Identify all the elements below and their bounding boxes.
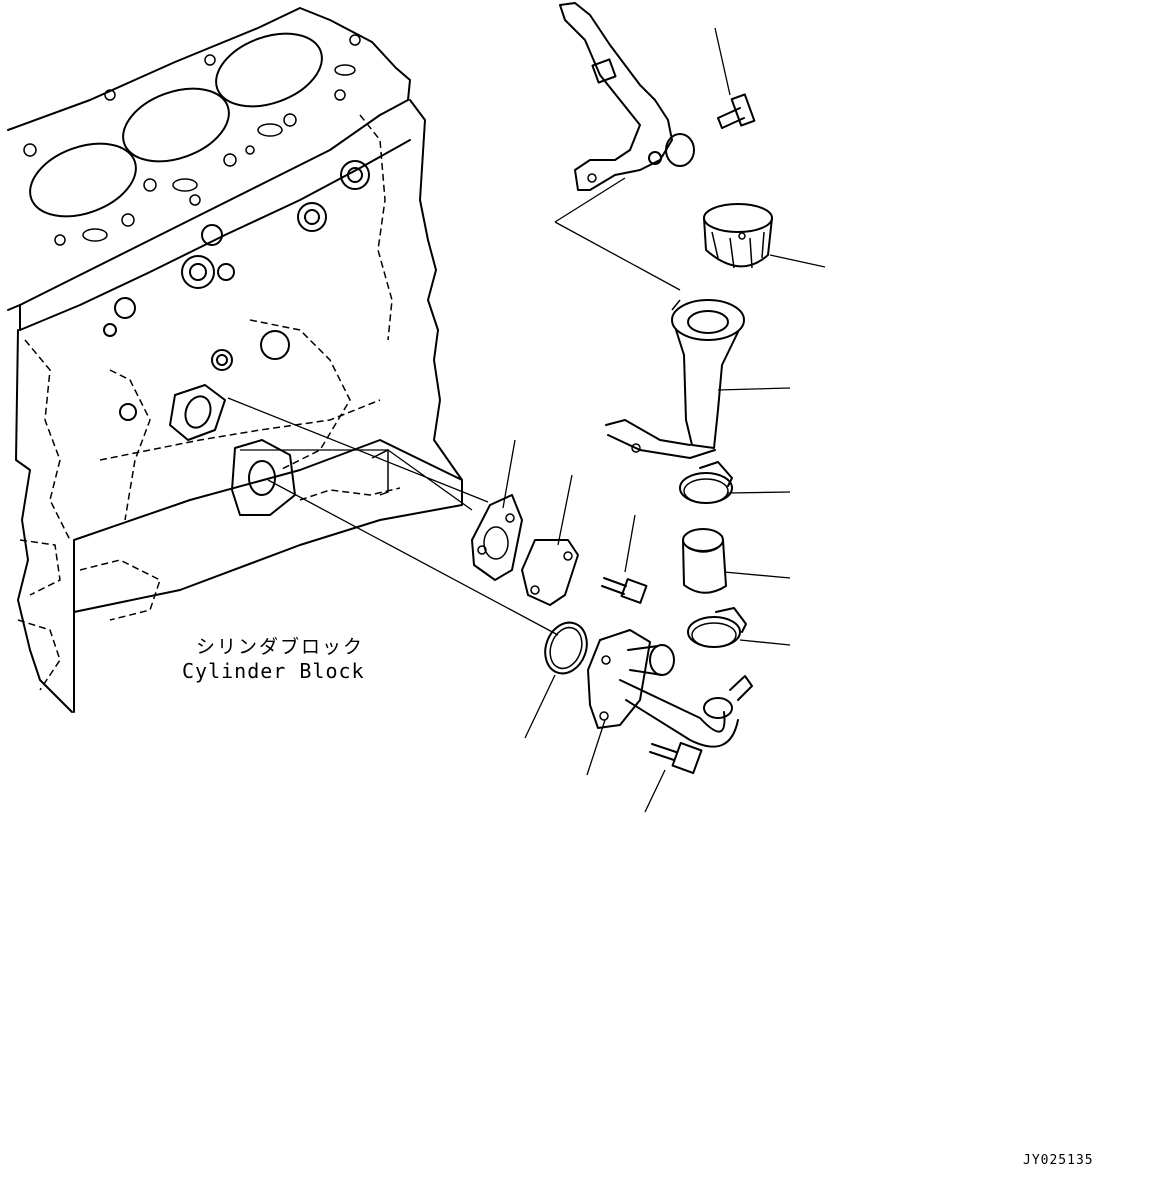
bracket-bolt: [717, 93, 756, 129]
cylinder-block-label-en: Cylinder Block: [182, 659, 365, 683]
cylinder-block-label-jp: シリンダブロック: [196, 636, 365, 658]
connector-bolt: [649, 741, 703, 775]
water-connector: [587, 629, 753, 748]
drawing-code: JY025135: [1023, 1153, 1094, 1168]
support-bracket: [559, 2, 695, 191]
hose-clamp-upper: [679, 461, 733, 504]
filler-cap: [703, 203, 773, 269]
leader-lines: [227, 27, 826, 813]
coolant-hose: [682, 528, 727, 594]
hose-clamp-lower: [687, 607, 747, 648]
filler-neck-pipe: [605, 299, 745, 459]
cylinder-block: [7, 7, 463, 713]
o-ring: [544, 621, 588, 675]
cover-bolt: [601, 577, 648, 604]
cover-plate: [521, 539, 579, 606]
gasket: [471, 494, 523, 581]
